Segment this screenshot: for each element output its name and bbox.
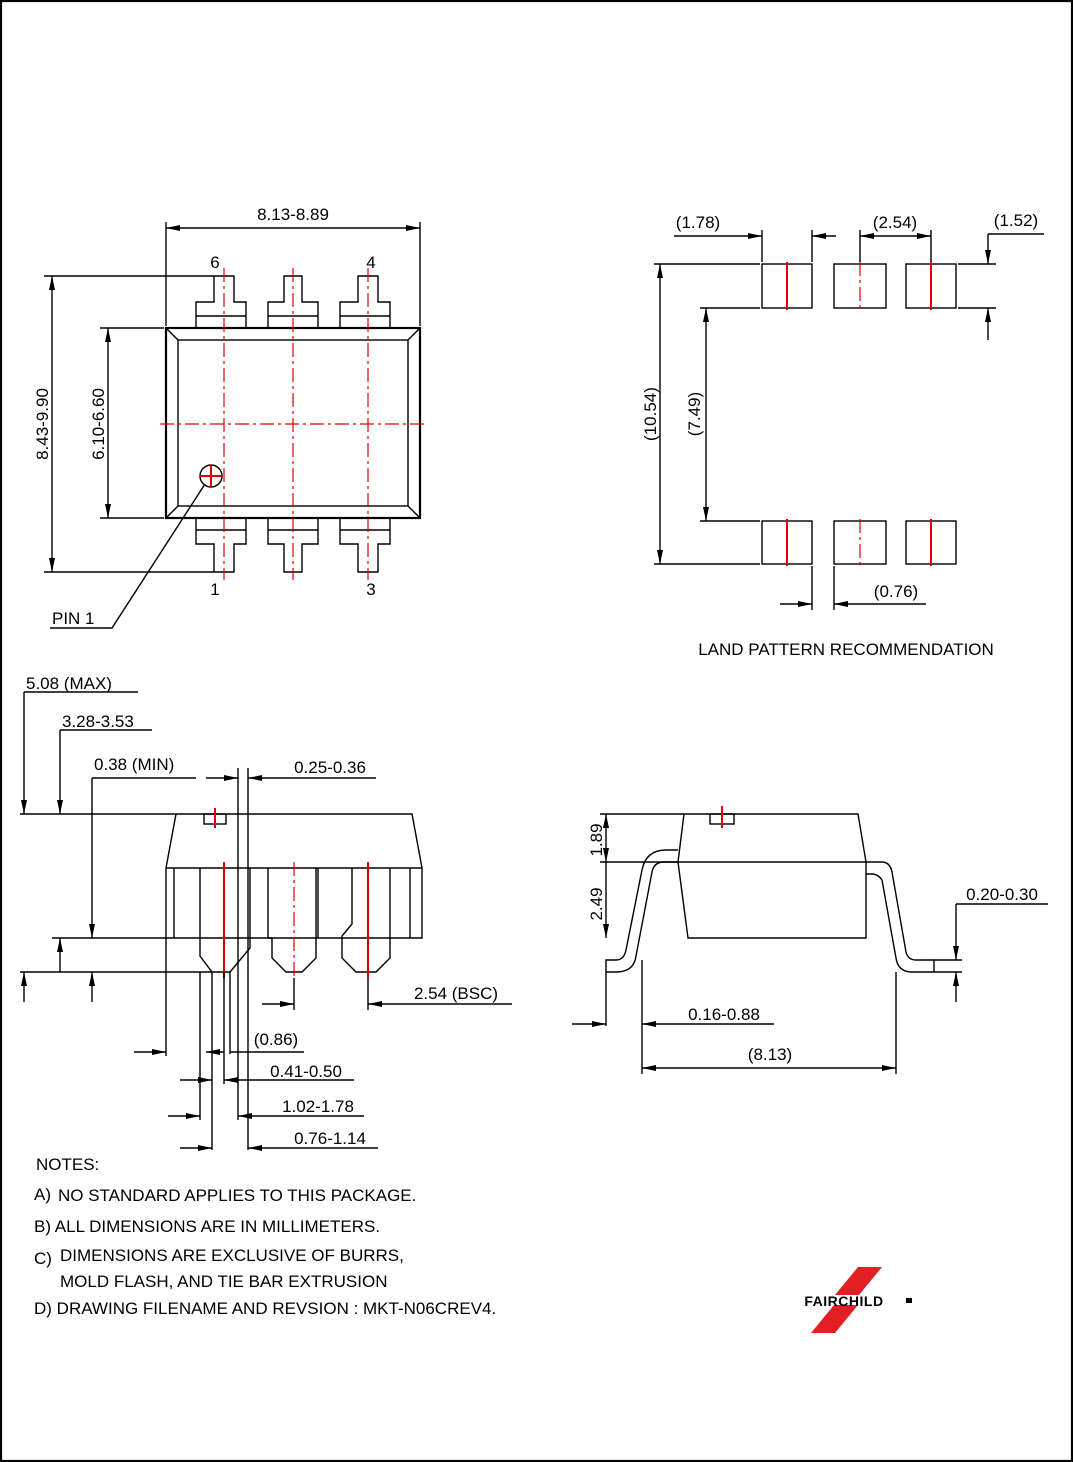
pin-4-label: 4 bbox=[366, 253, 375, 272]
land-dim-1054: (10.54) bbox=[641, 387, 660, 441]
width-dim-label: 8.13-8.89 bbox=[257, 205, 329, 224]
pin1-callout: PIN 1 bbox=[52, 609, 95, 628]
pin-3-label: 3 bbox=[366, 580, 375, 599]
note-a: NO STANDARD APPLIES TO THIS PACKAGE. bbox=[58, 1186, 416, 1205]
end-dim-016: 0.16-0.88 bbox=[688, 1005, 760, 1024]
height-dim-label: 8.43-9.90 bbox=[33, 388, 52, 460]
notes-title: NOTES: bbox=[36, 1155, 99, 1174]
note-c-tag: C) bbox=[34, 1249, 52, 1268]
side-view: 5.08 (MAX) 3.28-3.53 0.38 (MIN) 0.25-0.3… bbox=[20, 674, 512, 1151]
side-dim-body: 3.28-3.53 bbox=[62, 712, 134, 731]
side-dim-086: (0.86) bbox=[254, 1030, 298, 1049]
side-dim-041: 0.41-0.50 bbox=[270, 1062, 342, 1081]
logo-wordmark: FAIRCHILD bbox=[804, 1293, 883, 1309]
pin-1-label: 1 bbox=[210, 580, 219, 599]
notes: NOTES: A) NO STANDARD APPLIES TO THIS PA… bbox=[34, 1155, 496, 1318]
side-dim-max: 5.08 (MAX) bbox=[26, 674, 112, 693]
land-dim-254: (2.54) bbox=[873, 213, 917, 232]
land-dim-749: (7.49) bbox=[685, 392, 704, 436]
land-dim-178: (1.78) bbox=[676, 213, 720, 232]
side-dim-102: 1.02-1.78 bbox=[282, 1097, 354, 1116]
end-dim-813: (8.13) bbox=[748, 1045, 792, 1064]
side-dim-lead-thickness: 0.25-0.36 bbox=[294, 758, 366, 777]
end-dim-189: 1.89 bbox=[587, 823, 606, 856]
side-dim-pitch: 2.54 (BSC) bbox=[414, 984, 498, 1003]
top-view: 8.13-8.89 8.43-9.90 6.10-6.60 6 4 1 3 PI… bbox=[33, 205, 428, 629]
note-d: D) DRAWING FILENAME AND REVSION : MKT-N0… bbox=[34, 1299, 496, 1318]
body-dim-label: 6.10-6.60 bbox=[89, 388, 108, 460]
top-pins bbox=[195, 275, 391, 329]
pin-6-label: 6 bbox=[210, 253, 219, 272]
land-pattern: (1.78) (2.54) (1.52) (10.54) (7.49) bbox=[641, 211, 1044, 659]
logo-dot bbox=[906, 1298, 912, 1303]
logo-stripe-bottom bbox=[811, 1305, 858, 1333]
side-dim-076: 0.76-1.14 bbox=[294, 1129, 366, 1148]
end-view: 1.89 2.49 0.20-0.30 0.16-0.88 (8.13) bbox=[572, 806, 1048, 1074]
note-b: B) ALL DIMENSIONS ARE IN MILLIMETERS. bbox=[34, 1217, 380, 1236]
land-dim-076: (0.76) bbox=[874, 582, 918, 601]
land-dim-152: (1.52) bbox=[994, 211, 1038, 230]
side-dim-standoff: 0.38 (MIN) bbox=[94, 755, 174, 774]
note-c-line1: DIMENSIONS ARE EXCLUSIVE OF BURRS, bbox=[60, 1246, 404, 1265]
end-dim-020: 0.20-0.30 bbox=[966, 885, 1038, 904]
note-c-line2: MOLD FLASH, AND TIE BAR EXTRUSION bbox=[60, 1272, 387, 1291]
land-pattern-caption: LAND PATTERN RECOMMENDATION bbox=[698, 640, 994, 659]
logo-stripe-top bbox=[835, 1267, 882, 1295]
end-dim-249: 2.49 bbox=[587, 887, 606, 920]
fairchild-logo: FAIRCHILD bbox=[804, 1267, 912, 1333]
note-a-tag: A) bbox=[34, 1185, 51, 1204]
